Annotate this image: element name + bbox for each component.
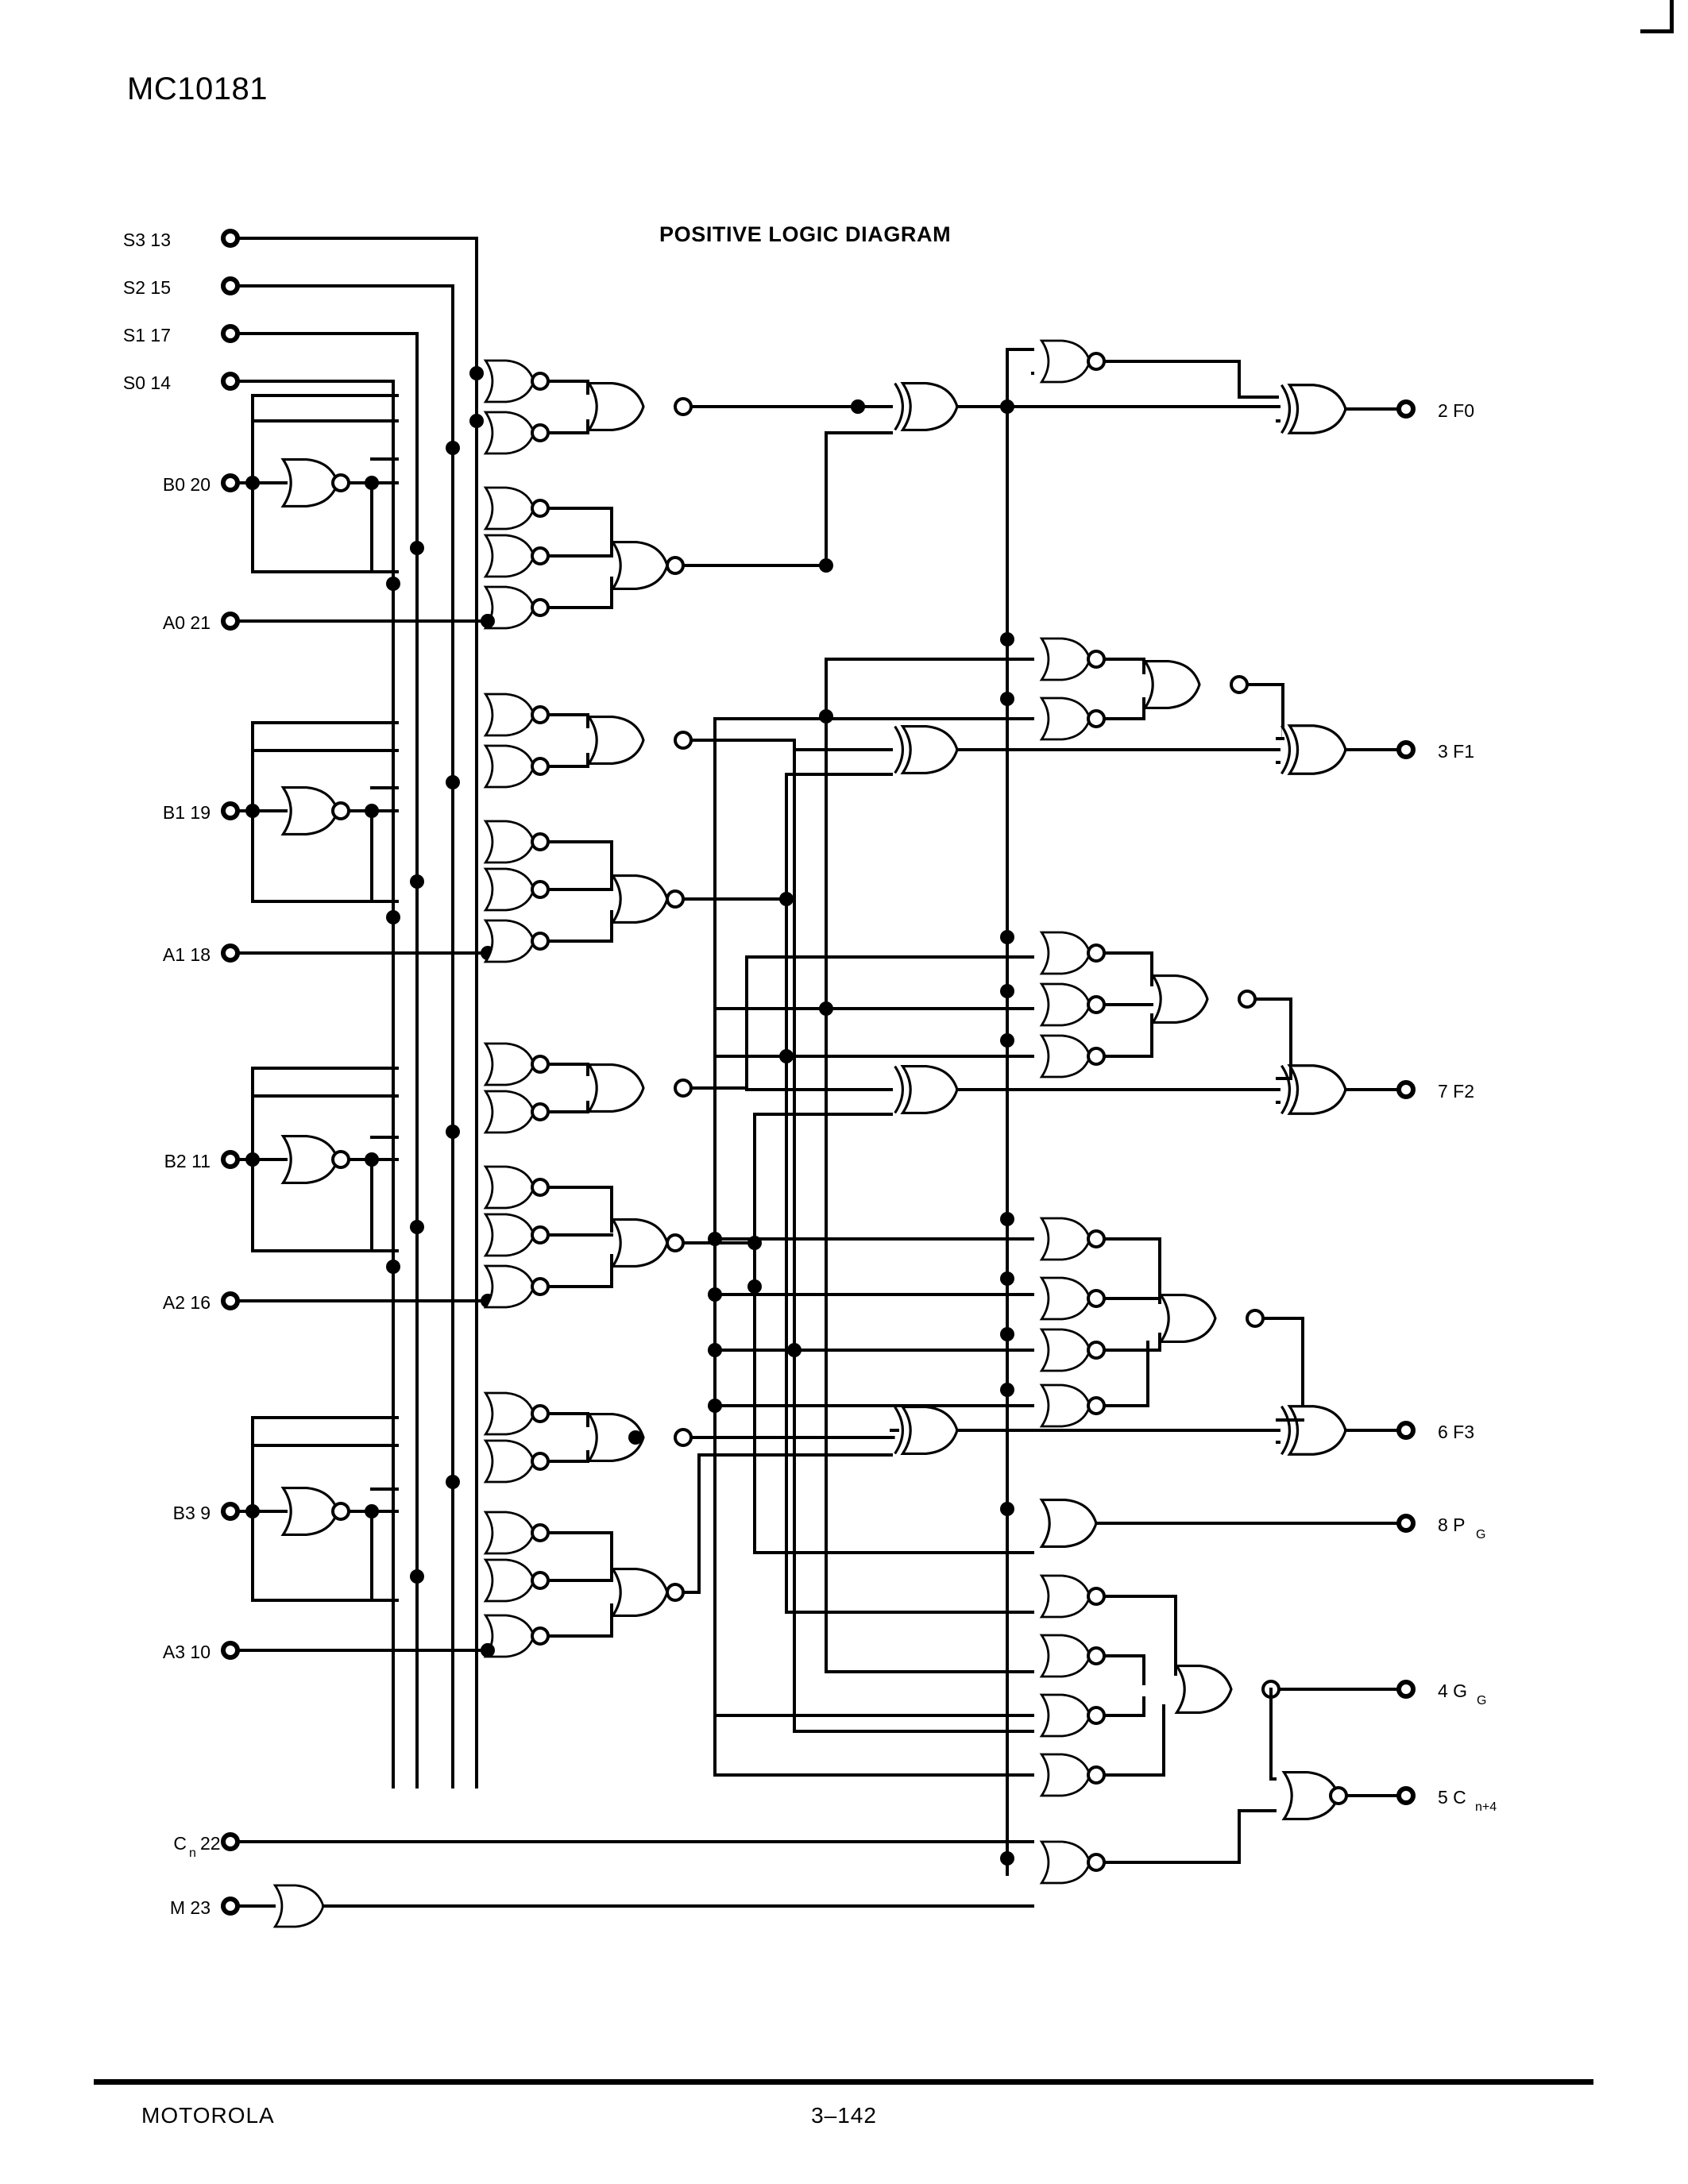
input-pin-s3[interactable]: S3 13 [123,229,478,367]
input-pin-a3[interactable]: A3 10 [163,1641,498,1662]
input-label-cn: C [173,1833,187,1854]
input-pin-b1[interactable]: B1 19 [163,801,288,823]
gate-m-buffer [273,1884,325,1928]
input-pins: S3 13 S2 15 S1 17 S0 14 [123,229,1034,1918]
input-pin-a0[interactable]: A0 21 [163,612,498,633]
input-label-b3: B3 9 [173,1503,211,1523]
input-pin-a1[interactable]: A1 18 [163,943,498,965]
input-pin-m[interactable]: M 23 [170,1897,276,1918]
corner-crop-mark [1640,0,1688,33]
bit-slice-1 [251,693,833,963]
footer-divider [94,2079,1593,2085]
input-label-s2: S2 15 [123,277,171,298]
output-label-cn4-sub: n+4 [1475,1800,1497,1814]
page-title: MC10181 [127,71,268,106]
routing-bus [708,348,1034,1876]
output-label-cn4: 5 C [1438,1787,1466,1808]
input-label-a3: A3 10 [163,1642,211,1662]
output-pin-f3[interactable]: 6 F3 [1396,1421,1474,1442]
input-label-b2: B2 11 [164,1151,211,1171]
input-pin-s2[interactable]: S2 15 [123,276,454,367]
output-stage [1238,384,1400,1456]
input-label-a1: A1 18 [163,944,211,965]
bit-slice-3 [251,1391,899,1658]
input-label-cn-sub: n [189,1846,196,1860]
output-pin-f0[interactable]: 2 F0 [1396,399,1474,421]
output-label-gg-sub: G [1477,1694,1486,1707]
output-label-f0: 2 F0 [1438,400,1474,421]
input-pin-a2[interactable]: A2 16 [163,1291,498,1313]
output-pin-pg[interactable]: 8 P G [1396,1514,1485,1542]
input-label-cn-suffix: 22 [200,1833,221,1854]
input-pin-b2[interactable]: B2 11 [164,1150,288,1171]
output-pin-f2[interactable]: 7 F2 [1396,1080,1474,1102]
input-label-b1: B1 19 [163,802,211,823]
input-pin-cn[interactable]: C n 22 [173,1832,1034,1860]
footer-page-number: 3–142 [811,2103,877,2128]
output-pin-cn4[interactable]: 5 C n+4 [1396,1786,1497,1814]
input-label-b0: B0 20 [163,474,211,495]
input-pin-s1[interactable]: S1 17 [123,324,419,367]
input-label-s1: S1 17 [123,325,171,345]
input-label-a0: A0 21 [163,612,211,633]
input-label-a2: A2 16 [163,1292,211,1313]
input-label-m: M 23 [170,1897,211,1918]
input-pin-s0[interactable]: S0 14 [123,372,395,399]
output-pin-gg[interactable]: 4 G G [1396,1680,1486,1707]
output-label-pg-sub: G [1476,1528,1485,1542]
footer-company: MOTOROLA [141,2103,275,2128]
diagram-title: POSITIVE LOGIC DIAGRAM [659,222,952,246]
carry-lookahead [983,339,1408,1885]
output-label-pg: 8 P [1438,1515,1466,1535]
output-label-gg: 4 G [1438,1680,1467,1701]
output-label-f1: 3 F1 [1438,741,1474,762]
output-label-f3: 6 F3 [1438,1422,1474,1442]
output-pin-f1[interactable]: 3 F1 [1396,740,1474,762]
bit-slice-0 [251,359,865,1788]
bit-slice-2 [251,1042,762,1309]
input-label-s0: S0 14 [123,372,171,393]
output-label-f2: 7 F2 [1438,1081,1474,1102]
output-pins: 2 F0 3 F1 7 F2 6 F3 8 P G 4 G [1396,399,1497,1814]
input-label-s3: S3 13 [123,230,171,250]
input-pin-b0[interactable]: B0 20 [163,473,288,495]
input-pin-b3[interactable]: B3 9 [173,1502,288,1523]
